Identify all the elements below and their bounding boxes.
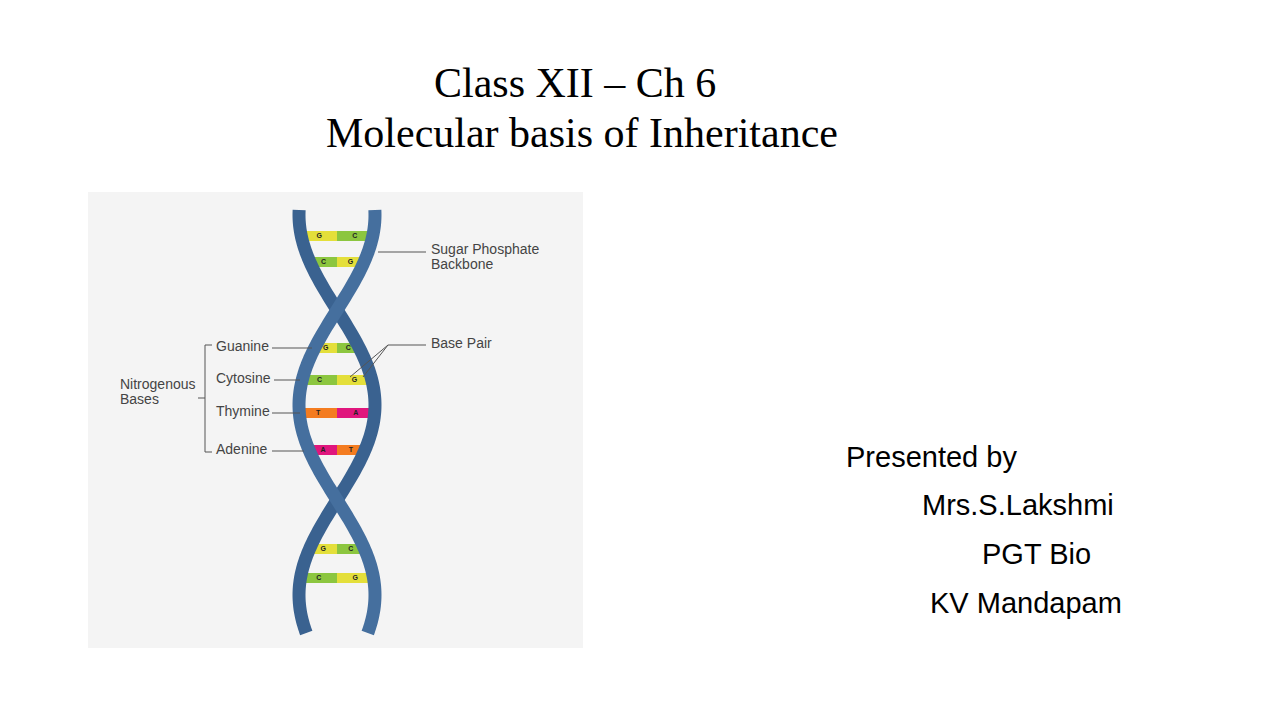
base-letter: G — [353, 574, 358, 582]
base-pair-rung — [300, 573, 373, 583]
leader-line — [388, 345, 426, 346]
base-letter: C — [346, 344, 351, 352]
leader-line — [272, 451, 304, 452]
helix-strands — [299, 210, 375, 633]
slide-title: Class XII – Ch 6 — [434, 60, 716, 106]
base-letter: C — [321, 258, 326, 266]
group-label: Nitrogenous Bases — [120, 377, 210, 408]
helix-strand — [299, 210, 375, 633]
base-letter: C — [316, 574, 321, 582]
base-pair-rung — [302, 375, 372, 385]
leader-line — [272, 413, 300, 414]
presenter-text: Presented by — [846, 442, 1017, 474]
base-label: Thymine — [216, 404, 270, 419]
base-letter: A — [320, 446, 325, 454]
base-pair-rung — [299, 408, 374, 418]
image-panel — [88, 192, 583, 648]
leader-line — [274, 380, 300, 381]
base-letter: C — [352, 232, 357, 240]
base-letter: G — [323, 344, 328, 352]
base-pair-rung — [301, 231, 372, 241]
leader-lines — [198, 252, 426, 452]
base-letter: G — [352, 376, 357, 384]
presenter-text: PGT Bio — [982, 539, 1091, 571]
part-label: Sugar Phosphate Backbone — [431, 242, 556, 273]
base-letter: C — [348, 545, 353, 553]
leader-line — [363, 345, 388, 377]
base-letter: A — [353, 409, 358, 417]
helix-strand — [299, 210, 375, 633]
base-label: Cytosine — [216, 371, 270, 386]
base-letter: C — [317, 376, 322, 384]
presenter-text: KV Mandapam — [930, 588, 1122, 620]
base-letter: T — [349, 446, 353, 454]
bracket — [205, 345, 212, 452]
leader-line — [272, 348, 312, 349]
presenter-text: Mrs.S.Lakshmi — [922, 490, 1114, 522]
subtitle: Molecular basis of Inheritance — [326, 110, 838, 156]
base-pairs — [299, 231, 374, 583]
base-label: Guanine — [216, 339, 269, 354]
part-label: Base Pair — [431, 336, 492, 351]
leader-line — [378, 252, 426, 253]
base-letter: G — [316, 232, 321, 240]
base-letter: G — [348, 258, 353, 266]
base-letter: T — [316, 409, 320, 417]
leader-line — [350, 345, 388, 377]
bracket-tick — [198, 398, 205, 399]
base-label: Adenine — [216, 442, 267, 457]
base-letter: G — [321, 545, 326, 553]
